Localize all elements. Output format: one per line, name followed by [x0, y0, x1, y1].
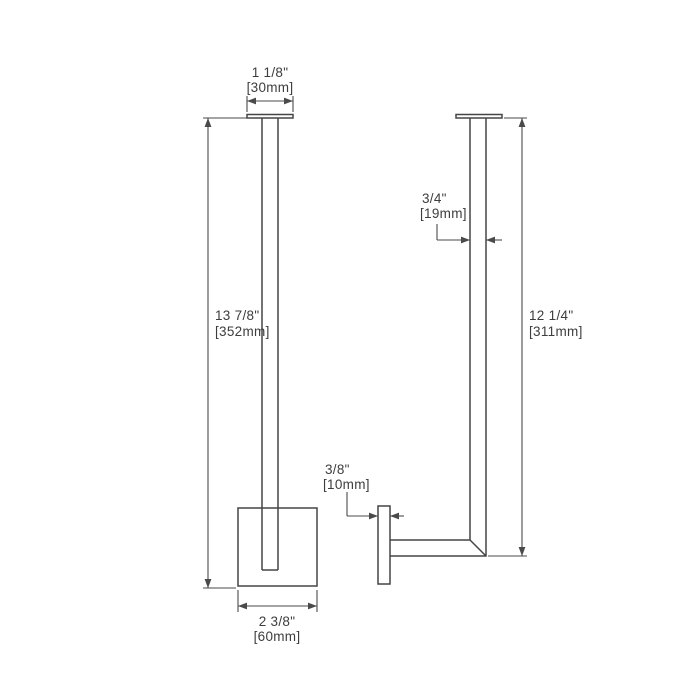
dim-side-height: 12 1/4" [311mm]: [488, 117, 583, 557]
dim-plate-thickness-imperial: 3/8": [325, 462, 350, 477]
front-view: [237, 113, 318, 587]
dim-bar-thickness: 3/4" [19mm]: [420, 191, 502, 244]
front-post: [261, 118, 279, 571]
side-top-flange: [455, 113, 503, 119]
side-view: [377, 113, 503, 585]
front-top-flange: [246, 113, 294, 119]
dim-overall-height-metric: [352mm]: [215, 324, 270, 339]
side-bar: [390, 118, 487, 557]
dim-base-width-extension-lines: [237, 590, 318, 612]
dim-base-width: 2 3/8" [60mm]: [237, 590, 318, 644]
dim-overall-height-extension-lines: [203, 117, 250, 589]
dim-side-height-extension-lines: [488, 117, 527, 557]
dim-bar-thickness-metric: [19mm]: [420, 206, 467, 221]
dim-plate-thickness-metric: [10mm]: [323, 477, 370, 492]
dim-top-width: 1 1/8" [30mm]: [246, 65, 294, 112]
dim-plate-thickness: 3/8" [10mm]: [323, 462, 404, 520]
dim-base-width-imperial: 2 3/8": [259, 614, 296, 629]
dim-top-width-imperial: 1 1/8": [252, 65, 289, 80]
side-wall-plate: [377, 505, 391, 585]
dim-overall-height: 13 7/8" [352mm]: [203, 117, 270, 589]
dim-top-width-metric: [30mm]: [247, 80, 294, 95]
dim-side-height-metric: [311mm]: [529, 324, 583, 339]
dim-side-height-imperial: 12 1/4": [529, 308, 573, 323]
dim-bar-thickness-imperial: 3/4": [422, 191, 447, 206]
dim-top-width-extension-lines: [246, 96, 294, 112]
dim-overall-height-imperial: 13 7/8": [215, 308, 259, 323]
dim-base-width-metric: [60mm]: [254, 629, 301, 644]
